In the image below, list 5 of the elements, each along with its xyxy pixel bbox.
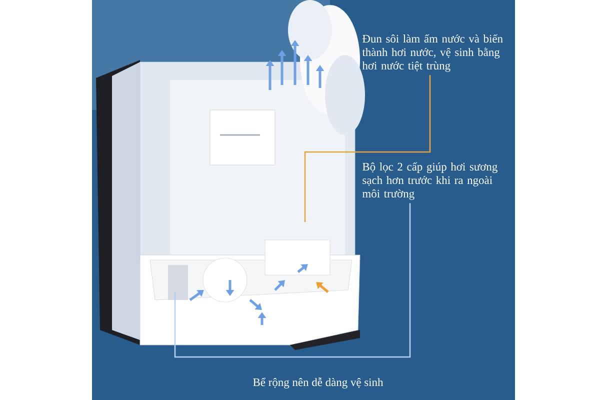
callout-text: Đun sôi làm ấm nước và biến thành hơi nước, vệ sinh bằng hơi nước tiệt trùng (362, 34, 503, 72)
caption-text: Bể rộng nên dễ dàng vệ sinh (253, 378, 384, 388)
callout-text: Bộ lọc 2 cấp giúp hơi sương sạch hơn trước khi ra ngoài môi trường (362, 162, 498, 200)
leader-line (304, 75, 431, 222)
leader-line (174, 203, 411, 358)
